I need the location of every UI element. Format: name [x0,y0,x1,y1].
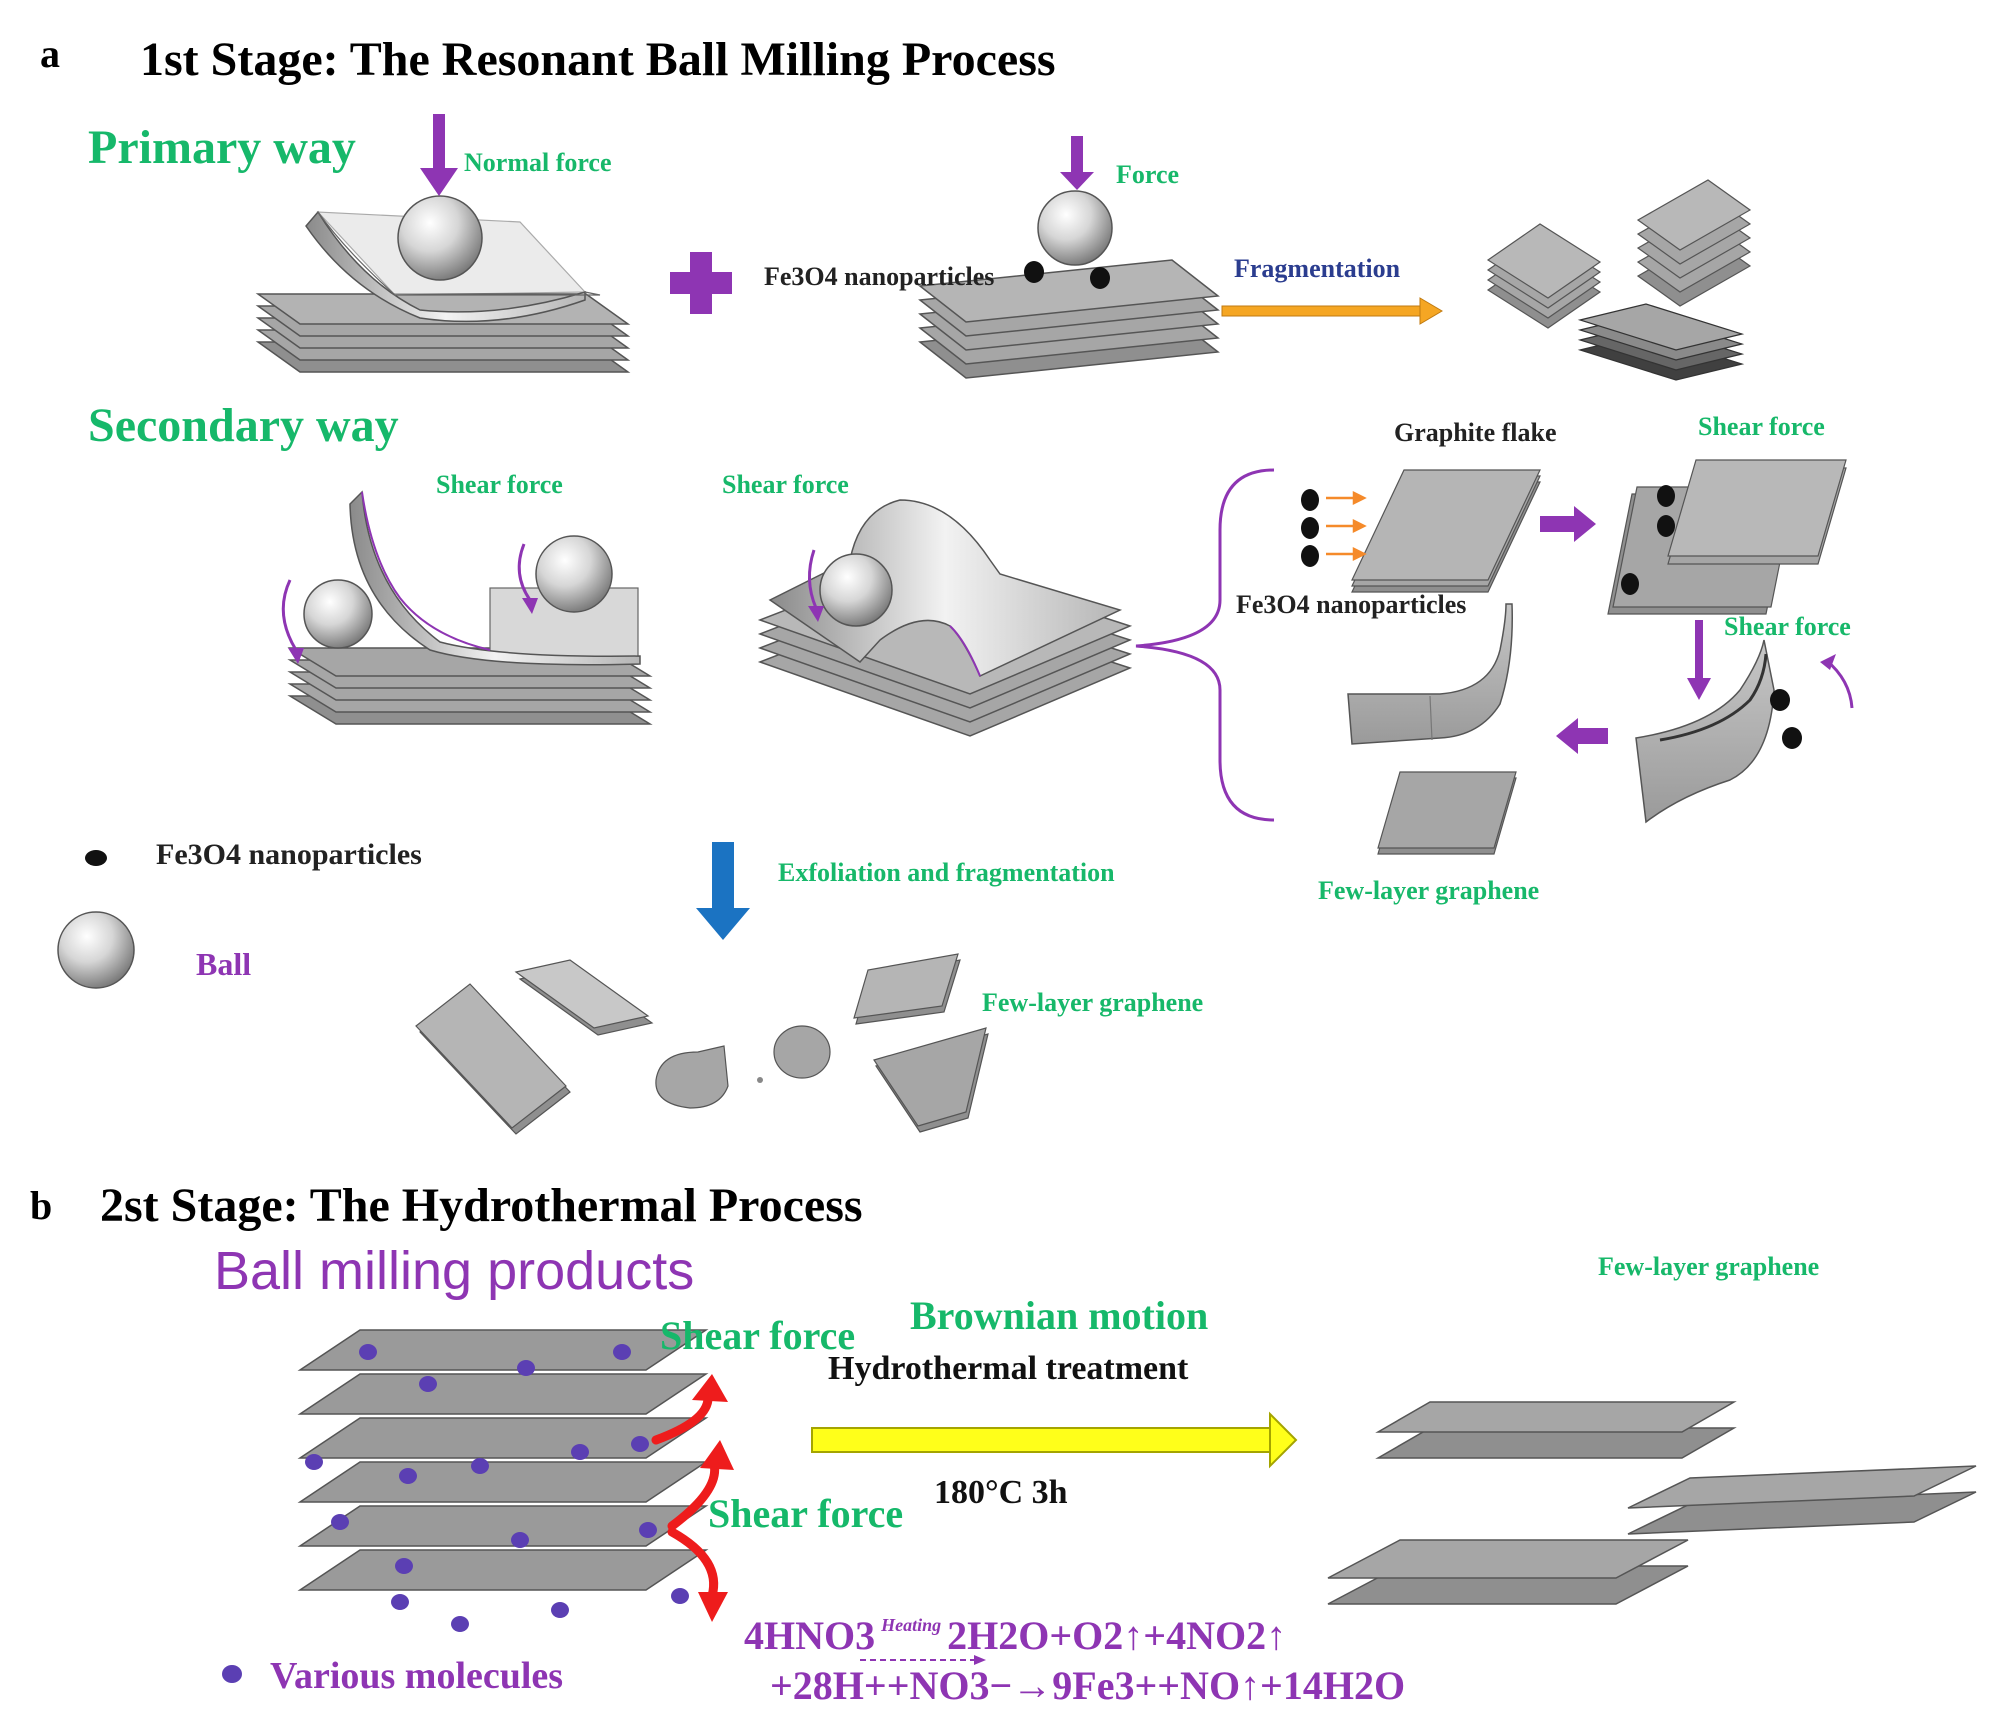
shear-force-mid-label: Shear force [708,1491,904,1536]
secondary-curled-sheet [349,490,641,666]
stage-2-title: 2st Stage: The Hydrothermal Process [100,1179,863,1232]
sheared-flake [1607,459,1847,615]
shear-force-top-label: Shear force [660,1313,856,1358]
process-arrow-right [1540,506,1596,542]
exfoliation-arrow [696,842,750,940]
shear-force-label-1: Shear force [436,470,563,499]
eq1-condition: Heating [881,1615,942,1635]
shear-force-label-4: Shear force [1724,612,1851,641]
red-arrowhead [692,1374,728,1402]
fe3o4-particle [1657,515,1675,537]
ball-icon [303,579,373,649]
rolled-sheet [768,499,1123,678]
various-molecules-label: Various molecules [270,1655,564,1697]
fragmentation-arrow [1221,297,1443,325]
red-arrowhead [698,1592,728,1622]
fe3o4-particle [1301,545,1319,567]
plus-icon [670,252,732,314]
various-molecules [222,1344,689,1683]
process-arrow-down [1687,620,1711,700]
secondary-way-label: Secondary way [88,399,399,452]
shear-force-label-3: Shear force [1698,412,1825,441]
graphene-bilayer-3 [1327,1539,1689,1605]
fe3o4-particle [1657,485,1675,507]
fe3o4-particle [1301,489,1319,511]
fe3o4-particle [1770,689,1790,711]
brownian-motion-label: Brownian motion [910,1293,1209,1338]
process-arrow-left [1556,718,1608,754]
curled-flake [1635,639,1775,824]
ball-icon [535,535,613,613]
shear-force-label-2: Shear force [722,470,849,499]
fe3o4-label-primary: Fe3O4 nanoparticles [764,262,995,291]
graphite-flake-label: Graphite flake [1394,418,1557,447]
ball-icon [819,553,893,627]
panel-a-letter: a [40,31,60,76]
fragment-stack-1 [1486,223,1602,329]
primary-way-label: Primary way [88,121,356,174]
eq1-products: 2H2O+O2↑+4NO2↑ [947,1613,1287,1658]
stage-1-title: 1st Stage: The Resonant Ball Milling Pro… [140,32,1056,87]
ball-milling-products-label: Ball milling products [214,1241,695,1301]
bottom-fragments [415,953,989,1135]
panel-b-letter: b [30,1183,53,1228]
few-layer-graphene-label-1: Few-layer graphene [1318,876,1540,905]
graphene-bilayer-2 [1627,1465,1977,1535]
brace [1135,468,1275,822]
fe3o4-legend-icon [85,850,107,866]
rotation-arrow-icon [808,549,818,609]
rotation-arrow-icon [517,543,532,601]
ball-milling-stack [297,1329,709,1591]
force-label: Force [1116,160,1180,189]
normal-force-arrow [420,114,458,196]
small-orange-arrows [1326,490,1367,562]
primary-curled-sheet [305,210,586,323]
fragment-stack-3 [1577,303,1745,381]
few-layer-graphene-label-2: Few-layer graphene [982,988,1204,1017]
exfoliation-label: Exfoliation and fragmentation [778,858,1115,887]
force-arrow [1060,136,1094,190]
graphene-bilayer-1 [1375,1401,1737,1459]
legend-fe3o4-label: Fe3O4 nanoparticles [156,838,422,871]
fragmentation-label: Fragmentation [1234,254,1401,283]
fe3o4-particle [1782,727,1802,749]
fe3o4-particle [1024,261,1044,283]
fe3o4-label-secondary: Fe3O4 nanoparticles [1236,590,1467,619]
fe3o4-particle [1301,517,1319,539]
legend-ball-label: Ball [196,946,252,982]
primary-sheet-stack-2 [918,259,1220,379]
eq1-reactant: 4HNO3 [744,1613,876,1658]
peeled-sheet [1347,603,1513,745]
fragment-stack-2 [1636,179,1752,307]
few-layer-graphene-label-3: Few-layer graphene [1598,1252,1820,1281]
few-layer-sheet [1377,771,1517,855]
ball-legend-icon [57,911,135,989]
fe3o4-particle [1621,573,1639,595]
primary-sheet-stack-1 [255,293,631,373]
stage-1-title-text: 1st Stage: The Resonant Ball Milling Pro… [140,33,1056,86]
equation-2: +28H++NO3−→9Fe3++NO↑+14H2O [770,1663,1406,1708]
normal-force-label: Normal force [464,148,612,177]
red-arrowhead [700,1440,734,1470]
hydrothermal-treatment-label: Hydrothermal treatment [828,1350,1189,1387]
graphite-flake [1351,469,1541,593]
hydrothermal-arrow [811,1411,1298,1469]
temperature-time-label: 180°C 3h [934,1474,1068,1511]
rotation-arrow-icon [281,579,298,651]
fe3o4-particle [1090,267,1110,289]
ball-icon [397,195,483,281]
ball-icon [1037,190,1113,266]
